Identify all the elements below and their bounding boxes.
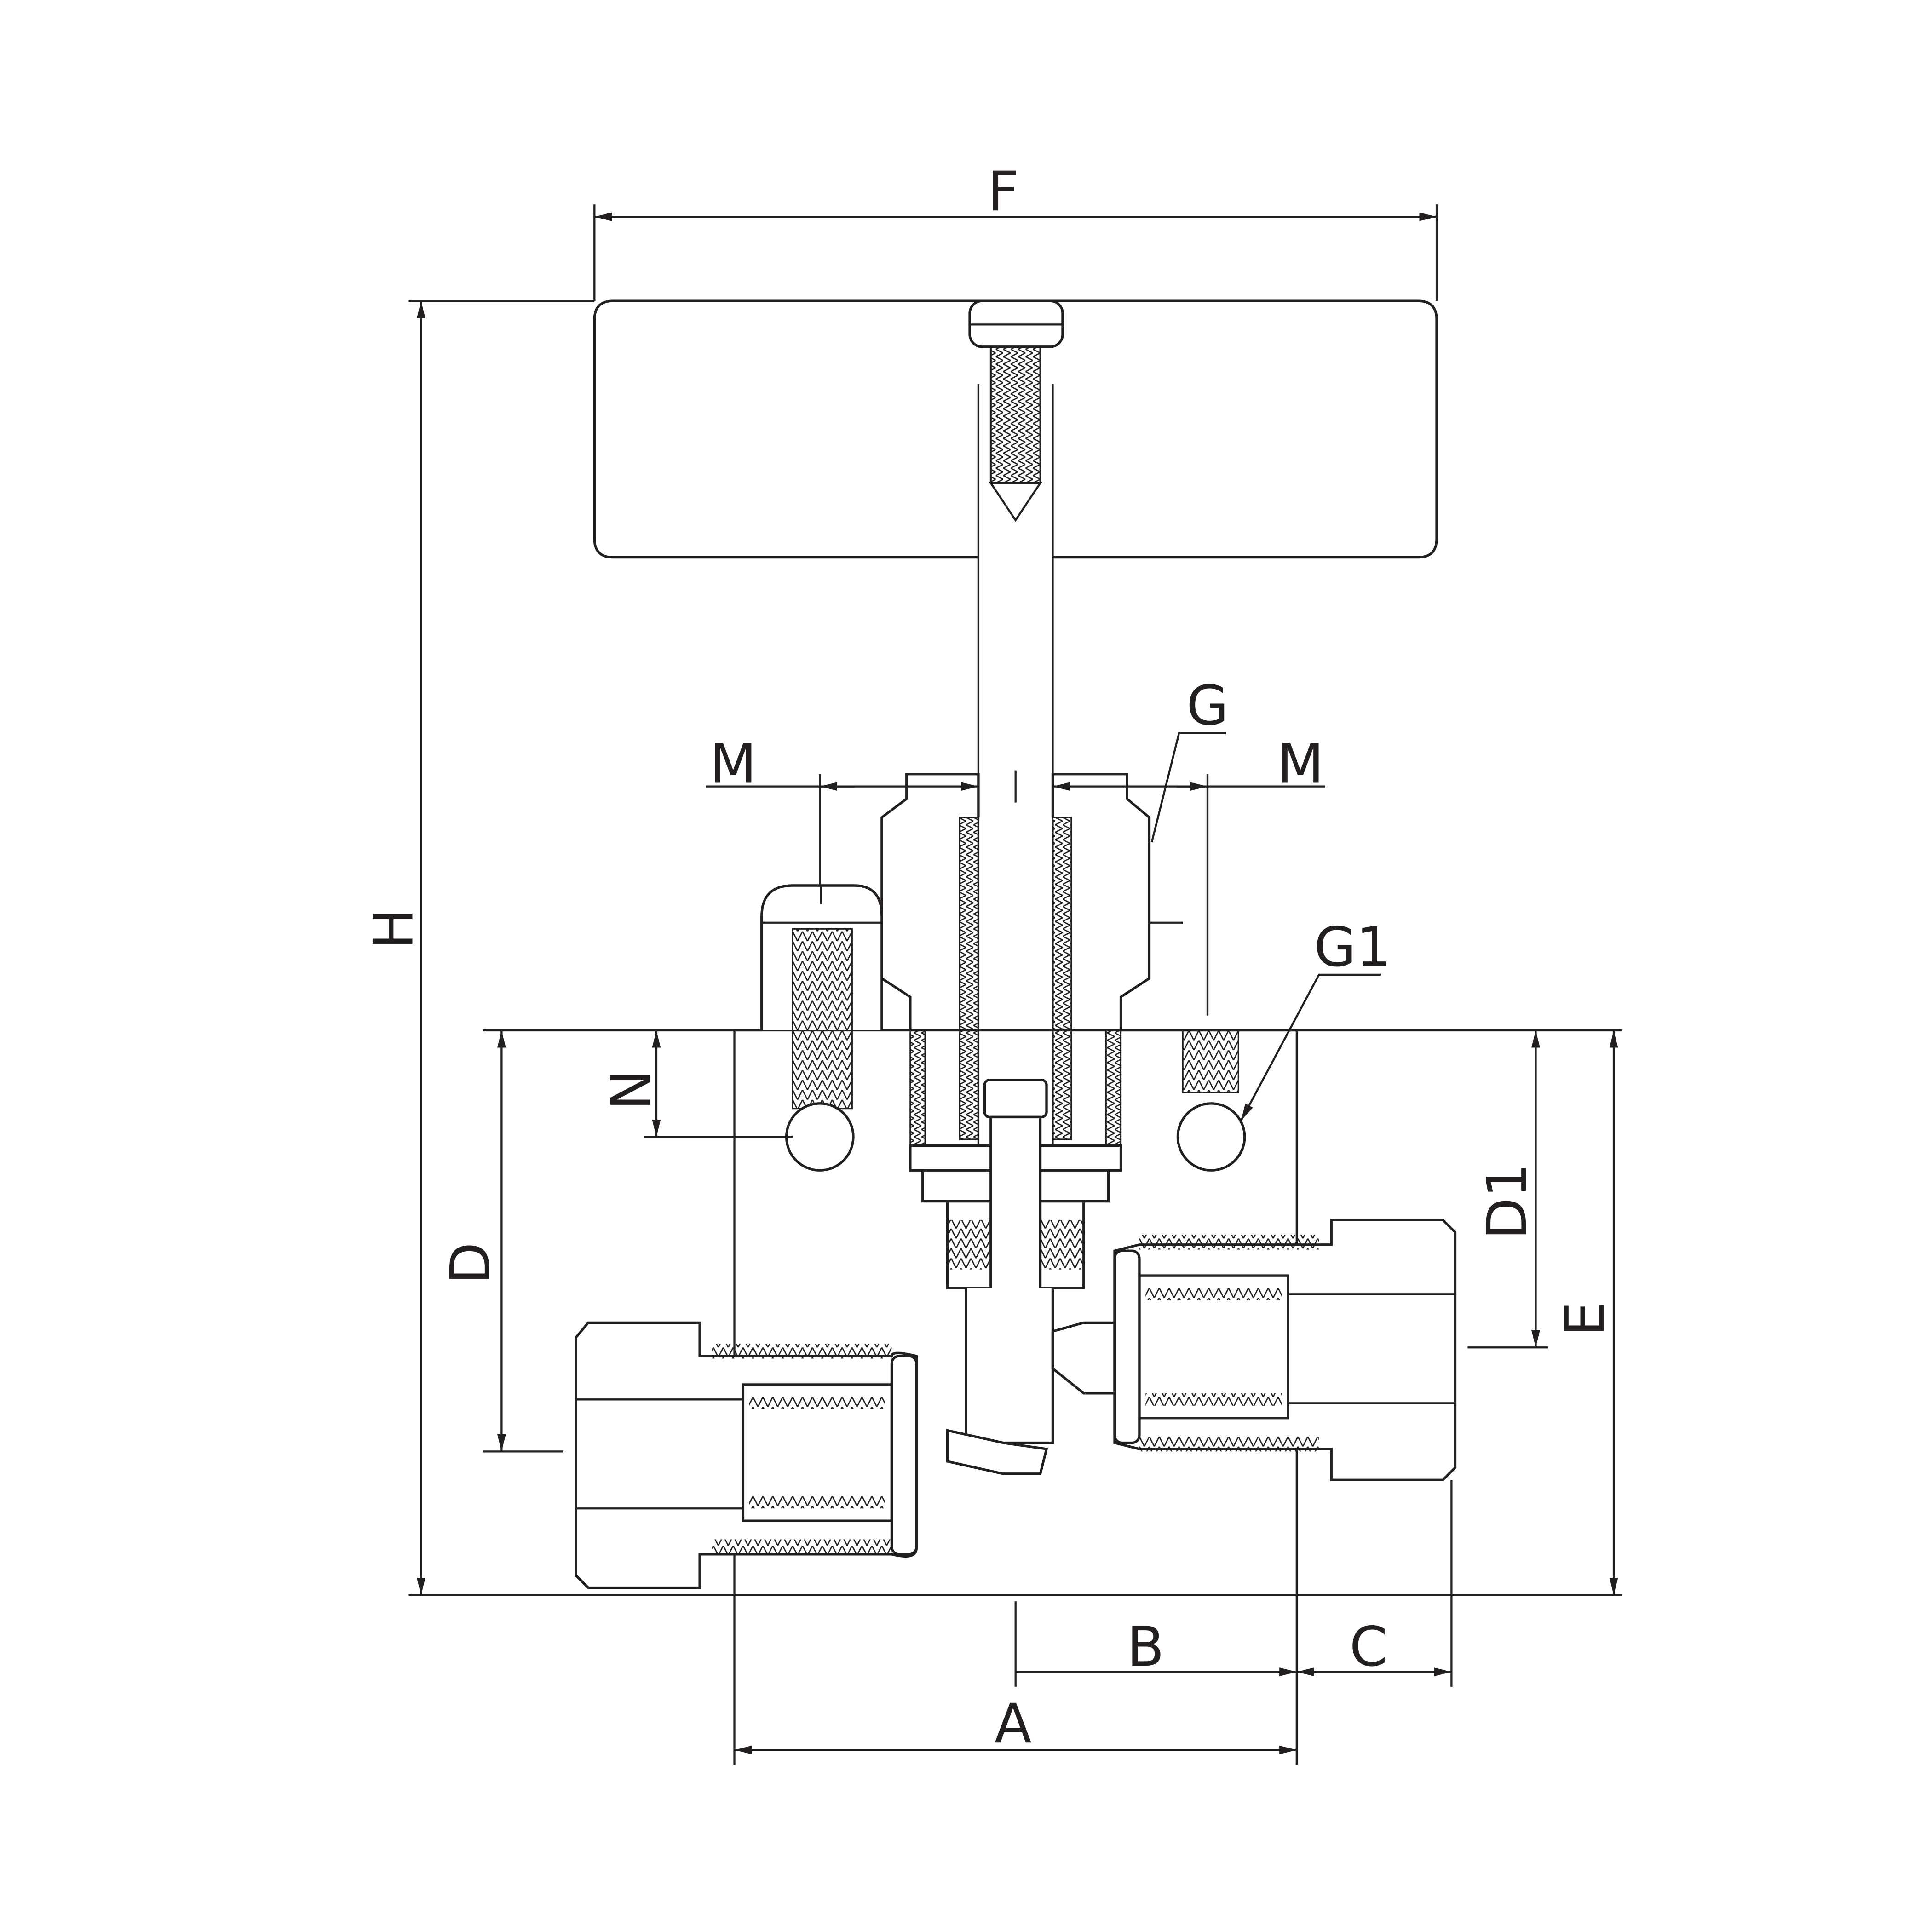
right-fitting: [1113, 1219, 1457, 1482]
label-A: A: [995, 1692, 1032, 1755]
label-C: C: [1350, 1615, 1388, 1679]
label-D1: D1: [1475, 1163, 1539, 1240]
screws: [760, 884, 1246, 1172]
left-ball: [785, 1102, 855, 1172]
bonnet: [880, 773, 1183, 1149]
label-G1: G1: [1314, 915, 1391, 979]
label-F: F: [988, 160, 1019, 224]
right-ball: [1176, 1102, 1246, 1172]
valve-body: [733, 1029, 1298, 1596]
stem: [977, 557, 1054, 1146]
label-B: B: [1127, 1615, 1164, 1679]
label-E: E: [1553, 1302, 1617, 1336]
label-N: N: [599, 1070, 663, 1110]
label-D: D: [438, 1242, 502, 1284]
label-G: G: [1186, 674, 1229, 737]
left-fitting: [575, 1321, 918, 1589]
dimension-lines: [408, 204, 1622, 1765]
label-M-right: M: [1277, 732, 1324, 796]
handle: [593, 299, 1438, 559]
label-H: H: [362, 908, 426, 949]
label-M-left: M: [710, 732, 757, 796]
